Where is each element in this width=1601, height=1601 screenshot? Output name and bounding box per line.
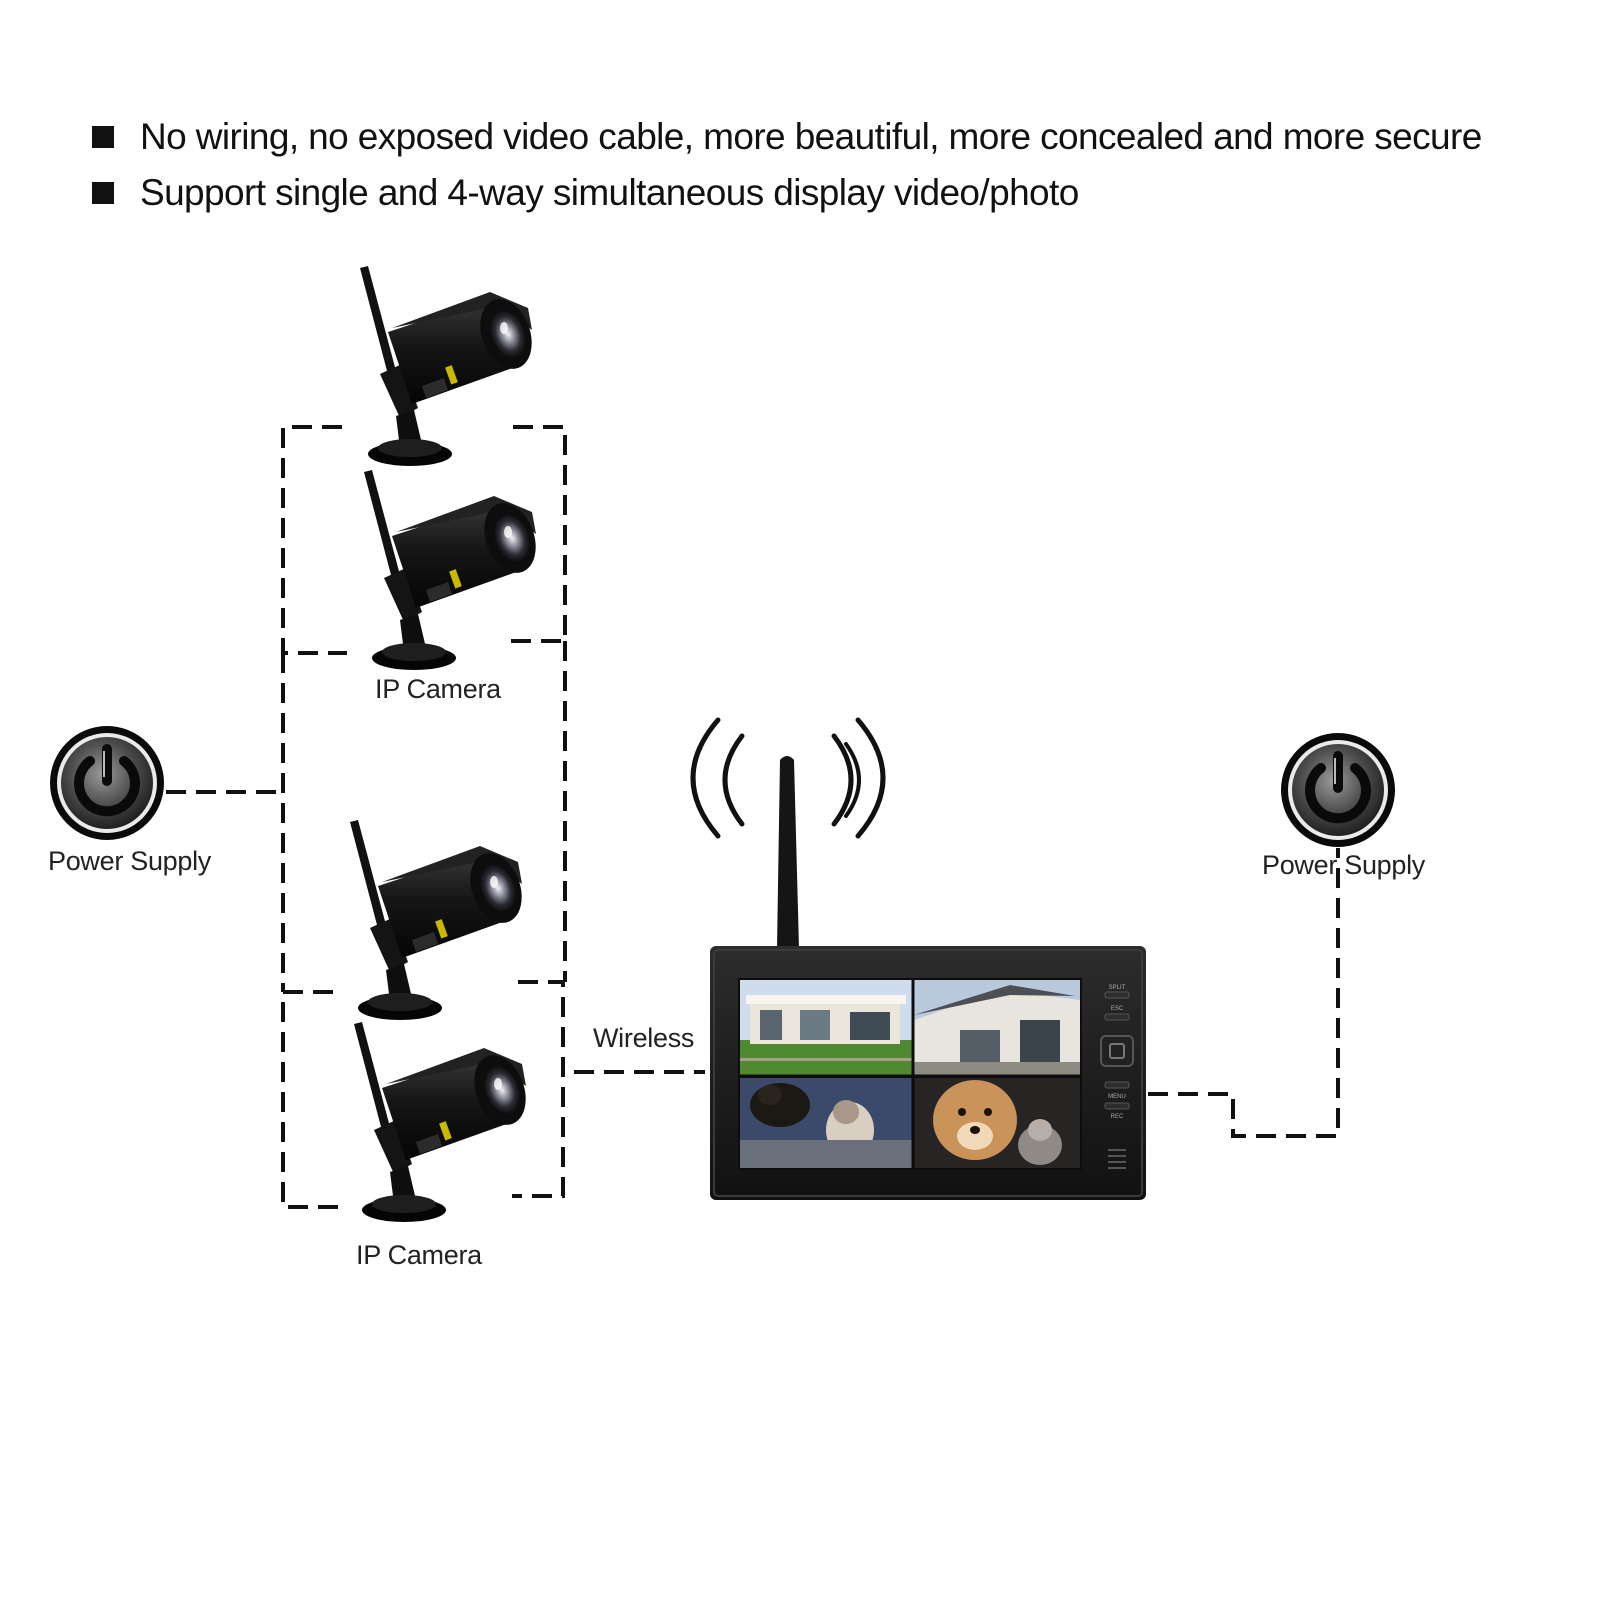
ip-camera-icon: [354, 1022, 535, 1222]
ip-camera-icon: [350, 820, 531, 1020]
ip-camera-label-bottom: IP Camera: [356, 1240, 482, 1270]
ip-camera-label-top: IP Camera: [375, 674, 501, 704]
bullet-text: No wiring, no exposed video cable, more …: [140, 116, 1482, 157]
monitor-button-label: SPLIT: [1109, 985, 1126, 991]
bullet-square-icon: [92, 182, 114, 204]
power-icon: [50, 726, 164, 840]
monitor-button-label: ESC: [1111, 1006, 1124, 1012]
connector-power-right: [1148, 848, 1340, 1138]
camera-feed-2: [914, 980, 1080, 1075]
nav-pad[interactable]: [1100, 1035, 1134, 1067]
monitor-button-label: REC: [1111, 1114, 1124, 1120]
bullet-item: No wiring, no exposed video cable, more …: [92, 116, 1482, 158]
power-icon: [1281, 733, 1395, 847]
connector-top-group-left: [281, 425, 347, 655]
bullet-square-icon: [92, 126, 114, 148]
power-supply-label-right: Power Supply: [1262, 850, 1425, 880]
monitor-icon: SPLIT ESC MENU REC: [710, 756, 1146, 1200]
monitor-button-label: MENU: [1108, 1094, 1126, 1100]
connector-top-group-right: [508, 425, 567, 643]
esc-button[interactable]: [1104, 1013, 1130, 1021]
connection-lines: [166, 425, 1340, 1209]
wireless-label: Wireless: [593, 1023, 695, 1053]
menu-button[interactable]: [1104, 1081, 1130, 1089]
power-supply-label-left: Power Supply: [48, 846, 211, 876]
connector-bottom-group-right: [512, 980, 565, 1198]
monitor-controls: SPLIT ESC MENU REC: [1100, 985, 1134, 1169]
rec-button[interactable]: [1104, 1102, 1130, 1110]
ip-camera-icon: [360, 266, 541, 466]
monitor-antenna: [777, 756, 799, 948]
camera-feed-4: [914, 1078, 1080, 1168]
speaker-grille: [1108, 1149, 1126, 1169]
split-button[interactable]: [1104, 991, 1130, 999]
connector-bottom-group-left: [281, 990, 342, 1209]
bullet-text: Support single and 4-way simultaneous di…: [140, 172, 1079, 213]
camera-feed-1: [740, 980, 912, 1075]
camera-feed-3: [740, 1078, 912, 1168]
bullet-item: Support single and 4-way simultaneous di…: [92, 172, 1079, 214]
wireless-signal-icon: [690, 717, 886, 839]
